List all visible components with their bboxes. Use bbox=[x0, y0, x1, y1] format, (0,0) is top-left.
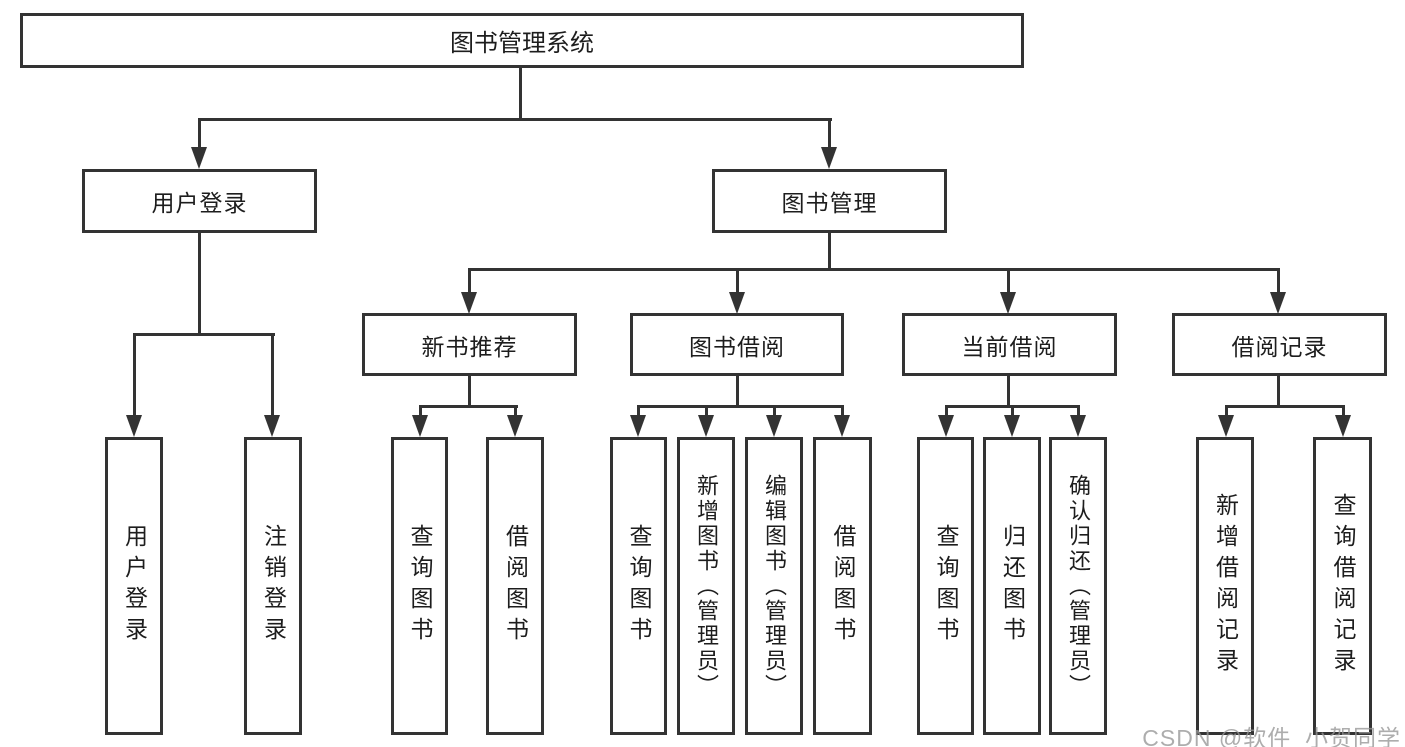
connector-stub-bookborrow bbox=[736, 268, 739, 294]
arrowhead-leaf-logout bbox=[264, 415, 280, 437]
arrowhead-leaf-login bbox=[126, 415, 142, 437]
connector-g1-split bbox=[419, 405, 518, 408]
arrowhead-g2-leaf1 bbox=[630, 415, 646, 437]
leaf-return-book-label: 归还图书 bbox=[999, 524, 1026, 648]
arrowhead-bookborrow bbox=[729, 292, 745, 314]
leaf-add-borrow-record: 新增借阅记录 bbox=[1196, 437, 1254, 735]
connector-userlogin-split bbox=[133, 333, 275, 336]
node-book-management: 图书管理 bbox=[712, 169, 947, 233]
connector-stub-currentborrow bbox=[1007, 268, 1010, 294]
connector-g3-stub3 bbox=[1077, 405, 1080, 419]
leaf-edit-book-admin-label: 编辑图书（管理员） bbox=[762, 473, 787, 699]
leaf-borrow-books-recommend-label: 借阅图书 bbox=[502, 524, 529, 648]
node-root-system: 图书管理系统 bbox=[20, 13, 1024, 68]
arrowhead-g4-leaf2 bbox=[1335, 415, 1351, 437]
leaf-return-book: 归还图书 bbox=[983, 437, 1041, 735]
connector-userlogin-drop bbox=[198, 231, 201, 336]
node-new-book-recommend-label: 新书推荐 bbox=[421, 333, 518, 360]
node-book-borrow-label: 图书借阅 bbox=[689, 333, 785, 360]
leaf-query-borrow-record: 查询借阅记录 bbox=[1313, 437, 1372, 735]
connector-g3-stub1 bbox=[945, 405, 948, 419]
leaf-query-books-recommend-label: 查询图书 bbox=[407, 524, 433, 648]
connector-g4-drop bbox=[1277, 374, 1280, 408]
connector-g1-stub2 bbox=[514, 405, 517, 419]
node-user-login: 用户登录 bbox=[82, 169, 317, 233]
arrowhead-newbook bbox=[461, 292, 477, 314]
connector-g2-stub4 bbox=[841, 405, 844, 419]
arrowhead-g3-leaf2 bbox=[1004, 415, 1020, 437]
connector-g2-stub2 bbox=[705, 405, 708, 419]
connector-stub-user-login bbox=[198, 118, 201, 150]
leaf-query-books-current: 查询图书 bbox=[917, 437, 974, 735]
connector-g4-stub2 bbox=[1342, 405, 1345, 419]
connector-g3-stub2 bbox=[1011, 405, 1014, 419]
csdn-watermark: CSDN @软件_小贺同学 bbox=[1142, 725, 1401, 747]
arrowhead-g2-leaf3 bbox=[766, 415, 782, 437]
leaf-query-books-borrow: 查询图书 bbox=[610, 437, 667, 735]
leaf-add-borrow-record-label: 新增借阅记录 bbox=[1212, 493, 1239, 679]
leaf-query-books-recommend: 查询图书 bbox=[391, 437, 448, 735]
connector-g2-stub3 bbox=[773, 405, 776, 419]
leaf-user-login-label: 用户登录 bbox=[121, 524, 148, 648]
connector-stub-leaf-login bbox=[133, 333, 136, 417]
connector-g1-stub1 bbox=[419, 405, 422, 419]
node-root-label: 图书管理系统 bbox=[450, 30, 594, 57]
node-current-borrow: 当前借阅 bbox=[902, 313, 1117, 376]
connector-root-split bbox=[198, 118, 832, 121]
node-borrow-records-label: 借阅记录 bbox=[1231, 333, 1328, 360]
arrowhead-book-mgmt bbox=[821, 147, 837, 169]
connector-stub-leaf-logout bbox=[271, 333, 274, 417]
leaf-confirm-return-admin-label: 确认归还（管理员） bbox=[1066, 473, 1091, 699]
connector-stub-book-mgmt bbox=[828, 118, 831, 150]
leaf-borrow-books-borrow: 借阅图书 bbox=[813, 437, 872, 735]
arrowhead-g3-leaf1 bbox=[938, 415, 954, 437]
node-book-borrow: 图书借阅 bbox=[630, 313, 844, 376]
leaf-logout: 注销登录 bbox=[244, 437, 302, 735]
arrowhead-user-login bbox=[191, 147, 207, 169]
connector-g2-drop bbox=[736, 374, 739, 408]
connector-bookmgmt-drop bbox=[828, 231, 831, 271]
connector-stub-borrowrecords bbox=[1277, 268, 1280, 294]
leaf-logout-label: 注销登录 bbox=[260, 524, 287, 648]
connector-g1-drop bbox=[468, 374, 471, 408]
node-book-management-label: 图书管理 bbox=[781, 190, 878, 216]
leaf-query-books-current-label: 查询图书 bbox=[933, 524, 959, 648]
connector-root-drop bbox=[519, 66, 522, 120]
arrowhead-g1-leaf1 bbox=[412, 415, 428, 437]
arrowhead-g1-leaf2 bbox=[507, 415, 523, 437]
connector-g4-split bbox=[1225, 405, 1345, 408]
connector-bookmgmt-split bbox=[468, 268, 1280, 271]
node-user-login-label: 用户登录 bbox=[151, 190, 248, 216]
arrowhead-currentborrow bbox=[1000, 292, 1016, 314]
connector-g3-drop bbox=[1007, 374, 1010, 408]
node-new-book-recommend: 新书推荐 bbox=[362, 313, 577, 376]
leaf-add-book-admin: 新增图书（管理员） bbox=[677, 437, 735, 735]
node-borrow-records: 借阅记录 bbox=[1172, 313, 1387, 376]
node-current-borrow-label: 当前借阅 bbox=[961, 333, 1058, 360]
leaf-query-borrow-record-label: 查询借阅记录 bbox=[1330, 493, 1356, 679]
leaf-add-book-admin-label: 新增图书（管理员） bbox=[694, 473, 719, 699]
leaf-confirm-return-admin: 确认归还（管理员） bbox=[1049, 437, 1107, 735]
connector-stub-newbook bbox=[468, 268, 471, 294]
leaf-borrow-books-recommend: 借阅图书 bbox=[486, 437, 544, 735]
leaf-borrow-books-borrow-label: 借阅图书 bbox=[830, 524, 856, 648]
leaf-query-books-borrow-label: 查询图书 bbox=[626, 524, 652, 648]
arrowhead-borrowrecords bbox=[1270, 292, 1286, 314]
connector-g2-split bbox=[637, 405, 844, 408]
arrowhead-g3-leaf3 bbox=[1070, 415, 1086, 437]
leaf-user-login: 用户登录 bbox=[105, 437, 163, 735]
arrowhead-g2-leaf4 bbox=[834, 415, 850, 437]
connector-g4-stub1 bbox=[1225, 405, 1228, 419]
leaf-edit-book-admin: 编辑图书（管理员） bbox=[745, 437, 803, 735]
connector-g2-stub1 bbox=[637, 405, 640, 419]
arrowhead-g2-leaf2 bbox=[698, 415, 714, 437]
arrowhead-g4-leaf1 bbox=[1218, 415, 1234, 437]
